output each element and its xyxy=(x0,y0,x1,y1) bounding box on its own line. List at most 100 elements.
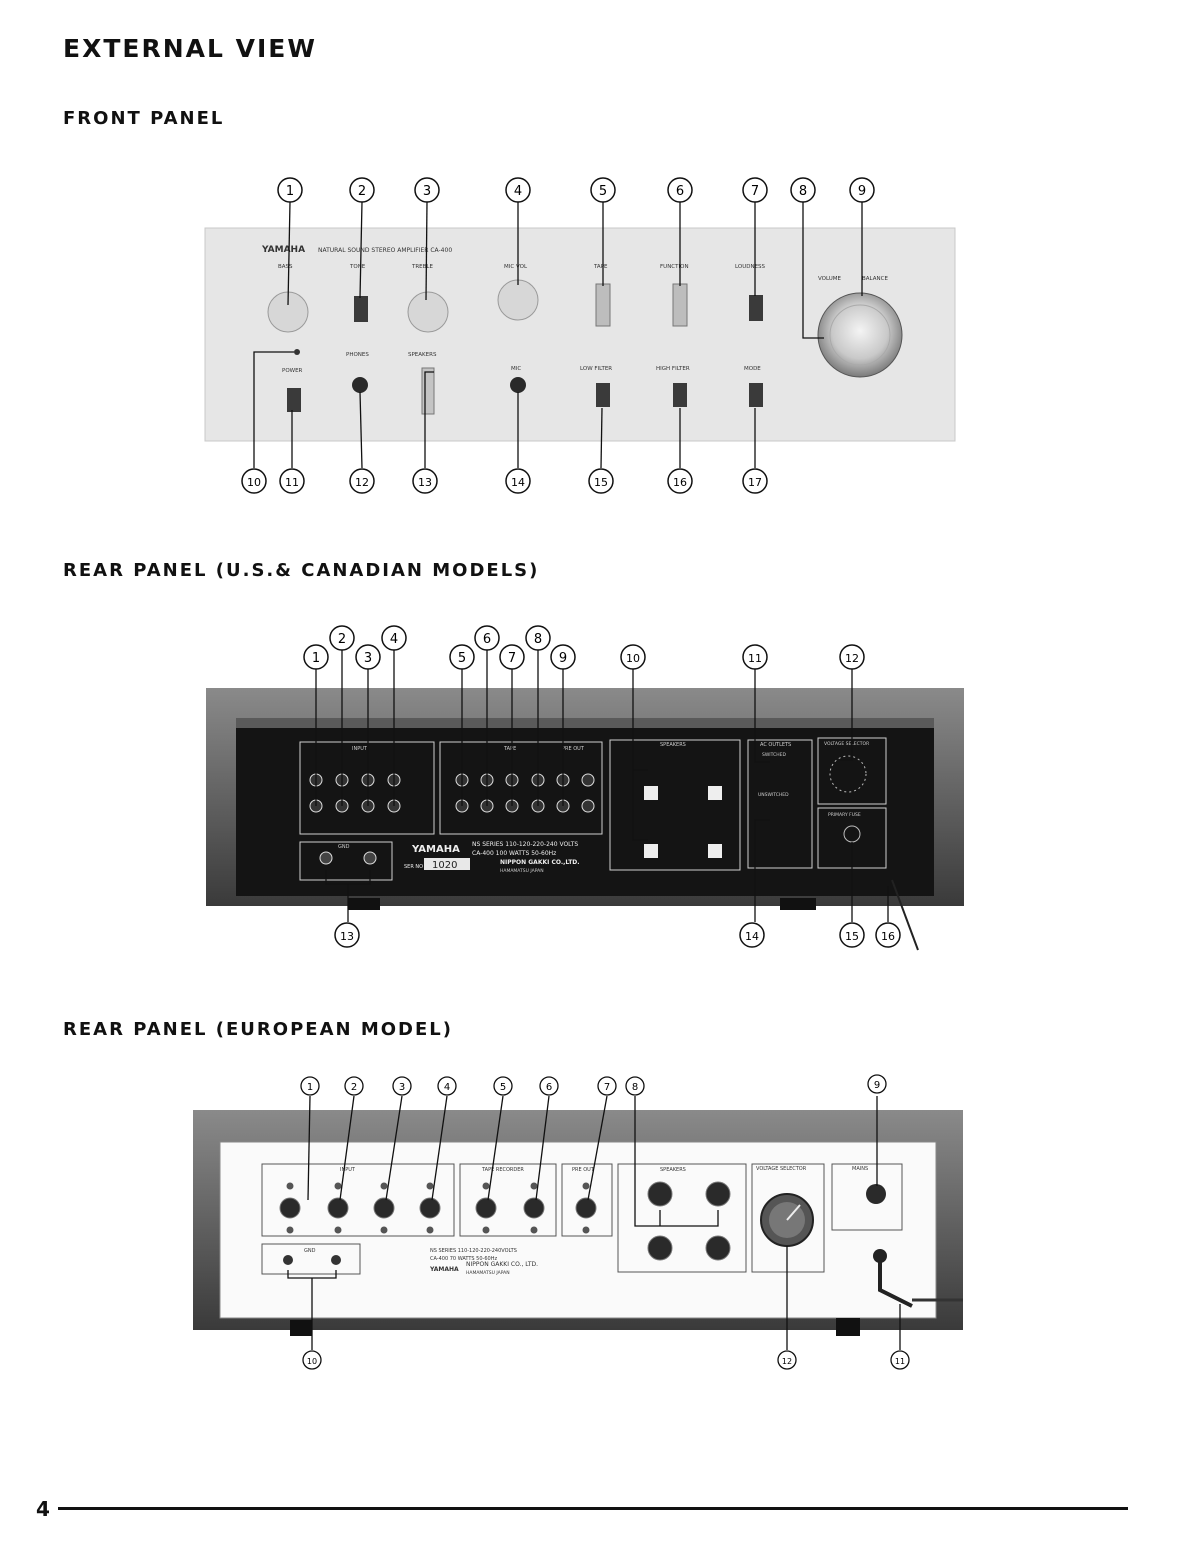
front-callout-14: 14 xyxy=(505,468,531,494)
us-callout-14: 14 xyxy=(739,922,765,948)
eu-socket-screw xyxy=(380,1226,388,1234)
svg-text:13: 13 xyxy=(340,930,354,943)
mic-label: MIC xyxy=(511,366,521,372)
svg-text:11: 11 xyxy=(748,652,762,665)
function-lever xyxy=(672,283,688,327)
us-callout-13: 13 xyxy=(334,922,360,948)
front-callouts: 1 2 3 4 5 6 7 8 9 10 11 12 13 14 15 16 1… xyxy=(241,177,875,494)
front-callout-15: 15 xyxy=(588,468,614,494)
phones-label: PHONES xyxy=(346,352,369,358)
us-callout-4: 4 xyxy=(381,625,407,651)
treble-knob xyxy=(407,291,449,333)
svg-text:5: 5 xyxy=(500,1082,506,1093)
front-callout-9: 9 xyxy=(849,177,875,203)
us-speakers-block xyxy=(609,739,741,871)
tone-switch xyxy=(354,296,368,322)
us-speakers-label: SPEAKERS xyxy=(660,742,686,748)
front-callout-8: 8 xyxy=(790,177,816,203)
us-input-block xyxy=(299,741,435,835)
svg-text:7: 7 xyxy=(751,184,759,199)
low-filter-switch xyxy=(596,383,610,407)
volume-knob xyxy=(817,292,903,378)
rear-panel-us-heading: REAR PANEL (U.S.& CANADIAN MODELS) xyxy=(63,560,540,581)
eu-pre-out-label: PRE OUT xyxy=(572,1167,595,1173)
svg-text:2: 2 xyxy=(338,632,346,647)
eu-callout-2: 2 xyxy=(344,1076,364,1096)
front-callout-16: 16 xyxy=(667,468,693,494)
us-callout-1: 1 xyxy=(303,644,329,670)
us-callout-7: 7 xyxy=(499,644,525,670)
us-callout-9: 9 xyxy=(550,644,576,670)
us-unswitched-label: UNSWITCHED xyxy=(758,792,789,798)
us-tape-label: TAPE xyxy=(503,746,516,752)
us-serial-label: SER NO xyxy=(404,864,423,870)
eu-tape-block xyxy=(459,1163,557,1237)
front-model-line: NATURAL SOUND STEREO AMPLIFIER CA-400 xyxy=(318,247,452,254)
svg-text:9: 9 xyxy=(858,184,866,199)
footer-rule xyxy=(58,1507,1128,1510)
svg-text:9: 9 xyxy=(874,1080,880,1091)
svg-text:4: 4 xyxy=(444,1082,450,1093)
eu-model-label: CA-400 70 WATTS 50-60Hz xyxy=(430,1256,497,1262)
tape-lever xyxy=(595,283,611,327)
us-callouts: 1 2 3 4 5 6 7 8 9 10 11 12 13 14 15 16 xyxy=(303,625,901,948)
eu-din-socket xyxy=(523,1197,545,1219)
eu-callout-10: 10 xyxy=(302,1350,322,1370)
eu-voltage-block xyxy=(751,1163,825,1273)
us-callout-12: 12 xyxy=(839,644,865,670)
svg-text:1: 1 xyxy=(286,184,294,199)
front-callout-17: 17 xyxy=(742,468,768,494)
us-callout-10: 10 xyxy=(620,644,646,670)
front-callout-1: 1 xyxy=(277,177,303,203)
eu-speaker-socket xyxy=(647,1181,673,1207)
treble-label: TREBLE xyxy=(411,264,433,270)
eu-voltage-selector-label: VOLTAGE SELECTOR xyxy=(756,1166,807,1172)
svg-text:10: 10 xyxy=(626,652,640,665)
us-ac-outlets-label: AC OUTLETS xyxy=(760,742,791,748)
front-callout-13: 13 xyxy=(412,468,438,494)
loudness-switch xyxy=(749,295,763,321)
svg-text:8: 8 xyxy=(799,184,807,199)
eu-pre-out-block xyxy=(561,1163,613,1237)
eu-maker-label: NIPPON GAKKI CO., LTD. xyxy=(466,1261,538,1268)
eu-city-label: HAMAMATSU JAPAN xyxy=(466,1270,510,1276)
svg-text:14: 14 xyxy=(745,930,759,943)
power-label: POWER xyxy=(282,368,303,374)
high-filter-switch xyxy=(673,383,687,407)
eu-series-label: NS SERIES 110-120-220-240VOLTS xyxy=(430,1248,517,1254)
eu-input-label: INPUT xyxy=(340,1167,356,1173)
svg-text:17: 17 xyxy=(748,476,762,489)
eu-mains-fuse xyxy=(866,1184,886,1204)
us-callout-11: 11 xyxy=(742,644,768,670)
phones-jack xyxy=(352,377,368,393)
us-maker-label: NIPPON GAKKI CO.,LTD. xyxy=(500,859,580,866)
eu-socket-screw xyxy=(482,1182,490,1190)
front-panel-heading: FRONT PANEL xyxy=(63,108,225,129)
front-callout-10: 10 xyxy=(241,468,267,494)
eu-speakers-block xyxy=(617,1163,747,1273)
us-serial-value: 1020 xyxy=(432,860,457,871)
eu-socket-screw xyxy=(426,1226,434,1234)
svg-text:12: 12 xyxy=(845,652,859,665)
mic-jack xyxy=(510,377,526,393)
us-input-label: INPUT xyxy=(352,746,368,752)
power-switch xyxy=(287,388,301,412)
svg-text:11: 11 xyxy=(285,476,299,489)
eu-brand-label: YAMAHA xyxy=(429,1266,459,1273)
mode-label: MODE xyxy=(744,366,761,372)
front-callout-6: 6 xyxy=(667,177,693,203)
eu-din-socket xyxy=(327,1197,349,1219)
eu-din-socket xyxy=(475,1197,497,1219)
eu-callout-1: 1 xyxy=(300,1076,320,1096)
eu-socket-screw xyxy=(286,1226,294,1234)
eu-callouts: 1 2 3 4 5 6 7 8 9 10 11 12 xyxy=(300,1074,910,1370)
eu-socket-screw xyxy=(530,1226,538,1234)
svg-text:12: 12 xyxy=(355,476,369,489)
svg-text:10: 10 xyxy=(247,476,261,489)
front-callout-12: 12 xyxy=(349,468,375,494)
us-city-label: HAMAMATSU JAPAN xyxy=(500,868,544,874)
eu-socket-screw xyxy=(426,1182,434,1190)
eu-callout-4: 4 xyxy=(437,1076,457,1096)
svg-text:7: 7 xyxy=(604,1082,610,1093)
